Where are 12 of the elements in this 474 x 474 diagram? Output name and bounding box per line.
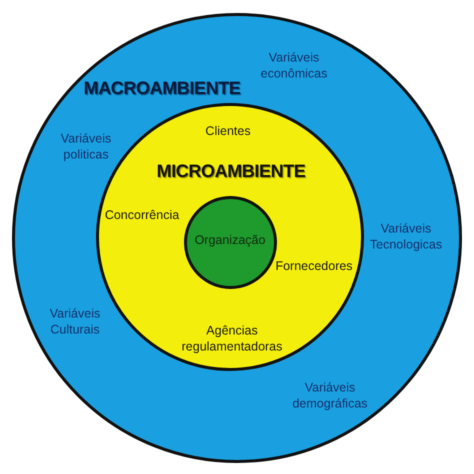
ring-label: Agências regulamentadoras bbox=[182, 323, 282, 355]
ring-label: Organização bbox=[194, 233, 266, 249]
ring-heading: MICROAMBIENTE bbox=[156, 160, 306, 182]
ring-heading: MACROAMBIENTE bbox=[84, 76, 240, 100]
ring-label: Concorrência bbox=[104, 208, 180, 224]
ring-label: Variáveis Culturais bbox=[50, 306, 100, 338]
ring-label: Fornecedores bbox=[275, 259, 353, 275]
ring-label: Variáveis politicas bbox=[60, 131, 112, 163]
ring-label: Variáveis econômicas bbox=[260, 50, 328, 82]
ring-label: Variáveis Tecnologicas bbox=[370, 221, 442, 253]
ring-label: Clientes bbox=[205, 124, 251, 140]
ring-label: Variáveis demográficas bbox=[292, 380, 368, 412]
